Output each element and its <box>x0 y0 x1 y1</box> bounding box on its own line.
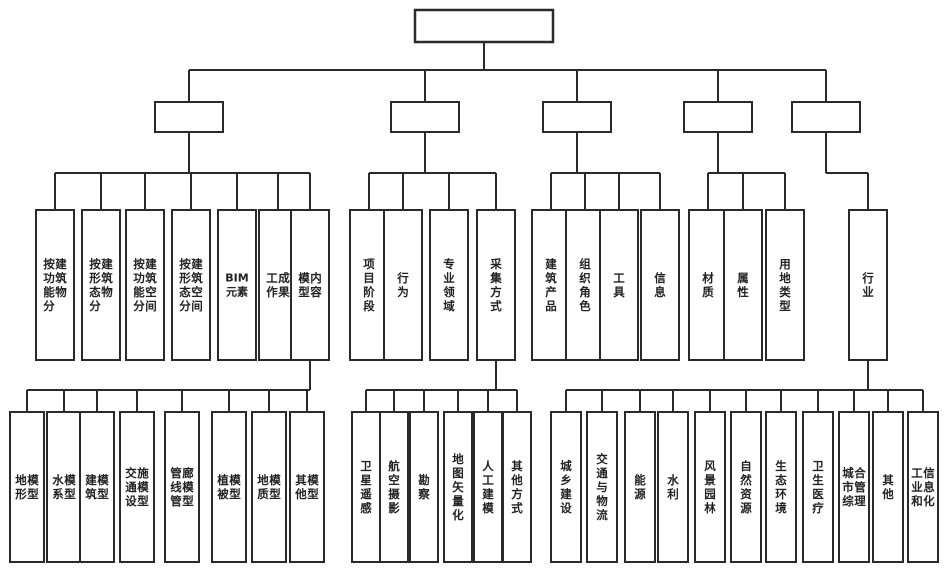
leaf-label: 卫生医疗 <box>812 459 824 515</box>
leaf-box <box>502 411 532 563</box>
leaf-label: 其他模型 <box>294 473 319 501</box>
subcategory-box <box>765 209 805 361</box>
leaf-box <box>9 411 45 563</box>
subcategory-box <box>640 209 680 361</box>
subcategory-label: 按形态分建筑空间 <box>179 257 203 313</box>
leaf-label: 管线管廊模型 <box>170 466 194 508</box>
leaf-box <box>765 411 797 563</box>
subcategory-label: 按功能分建筑空间 <box>133 257 157 313</box>
subcategory-label: 行为 <box>396 271 409 299</box>
leaf-box <box>46 411 82 563</box>
subcategory-box <box>125 209 165 361</box>
leaf-label: 人工建模 <box>482 459 494 515</box>
leaf-box <box>802 411 834 563</box>
subcategory-box <box>565 209 605 361</box>
leaf-box <box>251 411 287 563</box>
leaf-box <box>694 411 726 563</box>
leaf-box <box>443 411 473 563</box>
subcategory-label: 材质 <box>702 271 714 299</box>
subcategory-label: 按形态分建筑物 <box>89 257 113 313</box>
subcategory-label: 属性 <box>737 271 749 299</box>
subcategory-box <box>383 209 423 361</box>
leaf-box <box>657 411 689 563</box>
leaf-label: 风景园林 <box>703 459 716 515</box>
leaf-box <box>289 411 325 563</box>
subcategory-label: 组织角色 <box>579 257 591 313</box>
subcategory-label: 信息 <box>654 271 666 299</box>
leaf-box <box>624 411 656 563</box>
leaf-label: 水利 <box>666 473 679 501</box>
leaf-label: 其他 <box>881 473 894 501</box>
leaf-label: 植被模型 <box>216 473 241 501</box>
category-box <box>390 101 460 133</box>
leaf-label: 城乡建设 <box>560 459 572 515</box>
leaf-box <box>409 411 439 563</box>
subcategory-box <box>81 209 121 361</box>
leaf-label: 卫星遥感 <box>360 459 372 515</box>
subcategory-box <box>476 209 516 361</box>
leaf-label: 地形模型 <box>15 473 39 501</box>
subcategory-label: 用地类型 <box>778 257 791 313</box>
leaf-label: 建筑模型 <box>85 473 109 501</box>
leaf-label: 工业和信息化 <box>911 466 935 508</box>
subcategory-label: 采集方式 <box>489 257 502 313</box>
subcategory-box <box>217 209 257 361</box>
subcategory-label: 模型内容 <box>298 271 322 299</box>
subcategory-box <box>688 209 728 361</box>
leaf-label: 城市综合管理 <box>842 466 866 508</box>
leaf-box <box>164 411 200 563</box>
root-box <box>413 8 555 44</box>
leaf-box <box>730 411 762 563</box>
leaf-box <box>351 411 381 563</box>
subcategory-label: 按功能分建筑物 <box>43 257 67 313</box>
subcategory-box <box>848 209 888 361</box>
category-box <box>542 101 612 133</box>
category-box <box>791 101 861 133</box>
leaf-box <box>586 411 618 563</box>
subcategory-box <box>599 209 639 361</box>
leaf-label: 能源 <box>633 473 646 501</box>
subcategory-box <box>290 209 330 361</box>
leaf-label: 生态环境 <box>775 459 787 515</box>
category-box <box>683 101 753 133</box>
leaf-box <box>907 411 939 563</box>
leaf-box <box>838 411 870 563</box>
leaf-box <box>119 411 155 563</box>
category-box <box>154 101 224 133</box>
subcategory-box <box>429 209 469 361</box>
leaf-label: 勘察 <box>418 473 430 501</box>
subcategory-box <box>35 209 75 361</box>
leaf-label: 自然资源 <box>739 459 752 515</box>
subcategory-label: 工具 <box>613 271 625 299</box>
subcategory-label: 专业领域 <box>442 257 455 313</box>
leaf-label: 交通与物流 <box>596 452 608 522</box>
leaf-label: 交通设施模型 <box>125 466 149 508</box>
leaf-box <box>379 411 409 563</box>
leaf-label: 水系模型 <box>52 473 76 501</box>
subcategory-label: 项目阶段 <box>363 257 375 313</box>
subcategory-box <box>171 209 211 361</box>
leaf-box <box>211 411 247 563</box>
leaf-label: 地图矢量化 <box>452 452 464 522</box>
subcategory-label: 建筑产品 <box>545 257 557 313</box>
subcategory-box <box>531 209 571 361</box>
subcategory-label: 行业 <box>861 271 874 299</box>
leaf-box <box>550 411 582 563</box>
subcategory-box <box>723 209 763 361</box>
leaf-label: 地质模型 <box>257 473 281 501</box>
subcategory-label: 工作成果 <box>266 271 290 299</box>
leaf-label: 航空摄影 <box>388 459 400 515</box>
leaf-box <box>79 411 115 563</box>
leaf-box <box>872 411 904 563</box>
leaf-label: 其他方式 <box>510 459 523 515</box>
